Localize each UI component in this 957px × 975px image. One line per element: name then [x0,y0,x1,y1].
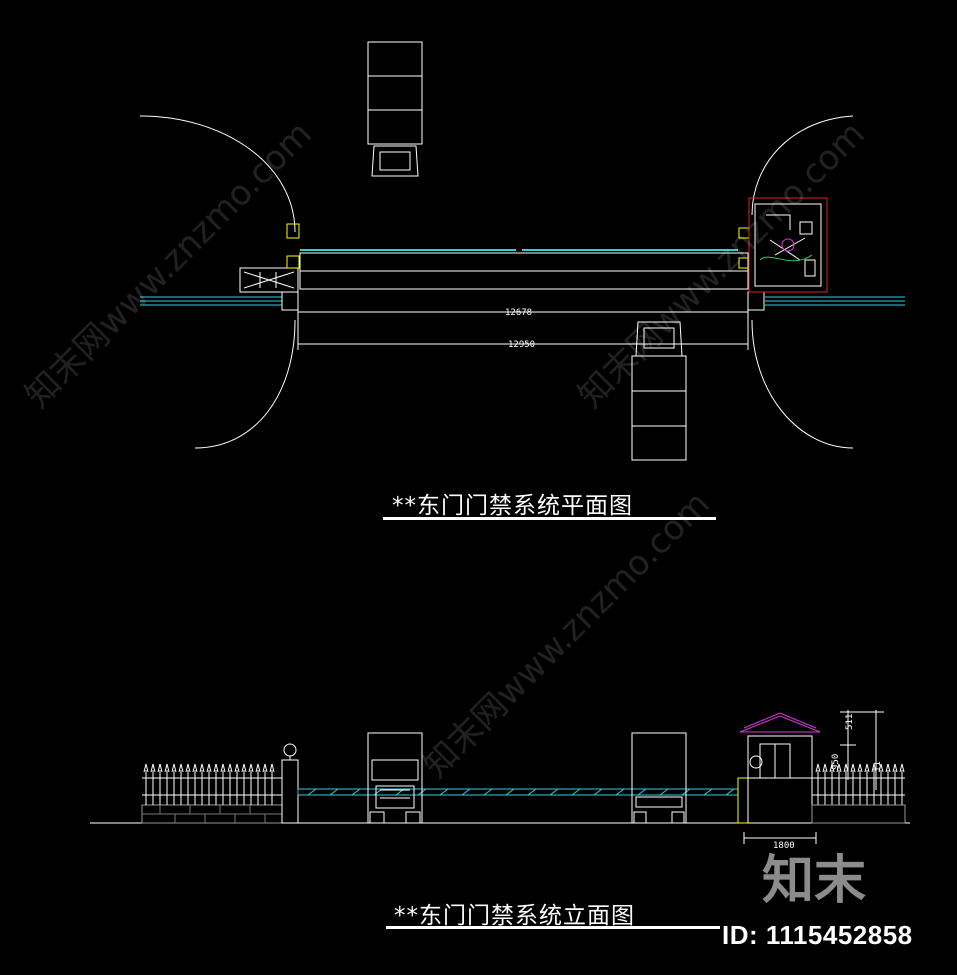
fence-spear [220,763,226,773]
barrier-stripe [307,788,317,796]
road-edge-left [140,296,282,306]
left-pillar [281,291,299,311]
fence-spear [213,763,219,773]
brand-logo: 知末 [762,851,867,911]
road-curve-left [139,115,296,449]
fence-spear [822,763,828,773]
fence-spear [871,763,877,773]
barrier-stripe [549,788,559,796]
fence-spear [143,763,149,773]
right-pillar [747,291,765,311]
fence-spear [234,763,240,773]
dim-label-11: 11 [873,761,883,772]
fence-spear [829,763,835,773]
barrier-stripe [527,788,537,796]
barrier-stripe [725,788,735,796]
fence-spear [262,763,268,773]
barrier-stripe [483,788,493,796]
barrier-stripe [329,788,339,796]
plan-title: **东门门禁系统平面图 [392,493,633,519]
barrier-stripe [703,788,713,796]
left-bollard [286,223,300,239]
fence-spear [843,763,849,773]
fence-spear [850,763,856,773]
elevation-barrier-arm [297,788,739,796]
fence-spear [878,763,884,773]
gate-motor-housing [239,267,299,293]
elevation-title: **东门门禁系统立面图 [394,903,635,929]
road-edge-right [765,296,905,306]
fence-spear [248,763,254,773]
fence-spear [892,763,898,773]
barrier-stripe [505,788,515,796]
barrier-stripe [461,788,471,796]
fence-spear [864,763,870,773]
fence-right [815,763,905,805]
guard-booth-highlight [748,197,828,293]
fence-spear [269,763,275,773]
fence-spear [241,763,247,773]
gate-pillar-right [737,777,749,824]
truck-plan-bottom [631,321,687,461]
barrier-stripe [593,788,603,796]
fence-base-right [811,804,906,824]
fence-spear [899,763,905,773]
road-curve-right [751,115,854,449]
fence-spear [885,763,891,773]
fence-spear [185,763,191,773]
fence-spear [815,763,821,773]
fence-left [143,763,275,805]
elevation-view [90,710,910,844]
image-id-label: ID: 1115452858 [722,920,913,950]
fence-spear [178,763,184,773]
fence-spear [164,763,170,773]
dim-label-950: 950 [831,754,841,770]
fence-spear [192,763,198,773]
elevation-title-underline [386,926,720,929]
height-dimensions [840,710,884,790]
fence-spear [150,763,156,773]
gate-rail-lower [299,270,749,290]
guard-booth-plan [754,203,822,287]
truck-plan-top [367,41,423,177]
barrier-stripe [637,788,647,796]
truck-front-elevation [367,732,423,824]
fence-spear [206,763,212,773]
barrier-stripe [659,788,669,796]
fence-spear [836,763,842,773]
fence-spear [199,763,205,773]
dim-label-12678: 12678 [505,308,532,318]
gate-pillar-left [281,759,299,824]
dim-label-511: 511 [845,714,855,730]
fence-spear [171,763,177,773]
barrier-stripe [615,788,625,796]
dim-label-12950: 12950 [508,340,535,350]
guard-booth-elevation [739,712,821,844]
plan-view [139,41,905,461]
dimension-lines [297,306,749,350]
dim-label-1800: 1800 [773,841,795,851]
barrier-stripe [351,788,361,796]
fence-spear [157,763,163,773]
barrier-stripe [439,788,449,796]
fence-spear [227,763,233,773]
truck-rear-elevation [631,732,687,824]
barrier-stripe [571,788,581,796]
fence-spear [857,763,863,773]
plan-title-underline [383,517,716,520]
fence-spear [255,763,261,773]
